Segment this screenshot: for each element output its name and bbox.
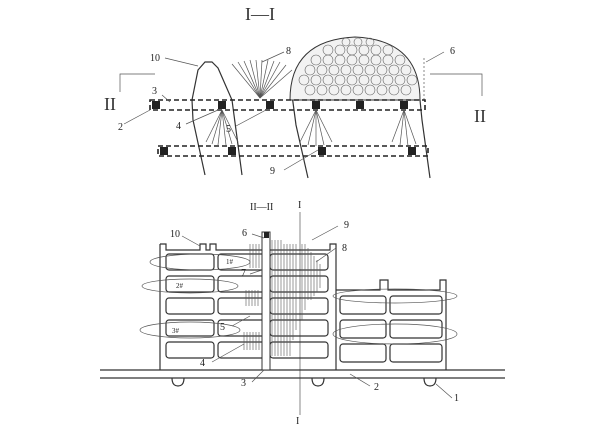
svg-text:10: 10: [170, 229, 180, 240]
svg-text:7: 7: [241, 268, 246, 279]
top-callouts: 10 8 6 3 2 4 5 9: [118, 46, 455, 177]
rooms-right-block: [339, 295, 443, 363]
bristle-fans-lower: [205, 109, 417, 147]
vertical-shaft-3: [261, 231, 271, 371]
hatched-zones: [243, 240, 321, 356]
bottom-view: II—II I I: [100, 200, 505, 427]
lower-dashed-beam: [157, 145, 429, 157]
piles: [171, 377, 437, 387]
svg-text:5: 5: [226, 124, 231, 135]
right-section-mark: II: [474, 106, 486, 126]
svg-text:2: 2: [118, 122, 123, 133]
svg-text:8: 8: [342, 243, 347, 254]
bottom-section-title: II—II: [250, 202, 273, 213]
svg-text:3: 3: [152, 86, 157, 97]
sphere-dome: [289, 36, 421, 101]
left-section-marker-line: [119, 73, 155, 92]
svg-text:10: 10: [150, 53, 160, 64]
rooms-left-block: [165, 253, 329, 359]
svg-text:9: 9: [270, 166, 275, 177]
bottom-section-mark-bottom: I: [296, 416, 299, 427]
cut-outline-10: [191, 61, 243, 176]
svg-text:4: 4: [200, 358, 205, 369]
shaft-cap-6: [264, 232, 269, 238]
floor-label-3: 3#: [172, 327, 180, 335]
svg-text:9: 9: [344, 220, 349, 231]
svg-text:8: 8: [286, 46, 291, 57]
upper-dashed-beam: [149, 99, 426, 111]
cut-outline-right: [419, 99, 431, 179]
building-left-frame: [159, 243, 337, 370]
right-section-marker-line: [430, 73, 483, 96]
bottom-section-mark-top: I: [298, 200, 301, 211]
cut-outline-middle: [291, 94, 309, 179]
top-view: I—I II II: [104, 4, 486, 179]
svg-text:6: 6: [242, 228, 247, 239]
floor-label-2: 2#: [176, 282, 184, 290]
beam-anchors: [152, 101, 416, 155]
floor-label-1: 1#: [226, 258, 234, 266]
bottom-callouts: 10 6 9 8 7 5 4 3 2 1: [170, 220, 459, 404]
svg-text:4: 4: [176, 121, 181, 132]
wavy-outlines: [139, 253, 458, 345]
bristle-fan-upper: [231, 59, 293, 99]
svg-text:2: 2: [374, 382, 379, 393]
svg-text:6: 6: [450, 46, 455, 57]
svg-text:3: 3: [241, 378, 246, 389]
svg-text:1: 1: [454, 393, 459, 404]
building-right-frame: [336, 279, 447, 370]
svg-text:5: 5: [220, 322, 225, 333]
left-section-mark: II: [104, 94, 116, 114]
top-section-title: I—I: [245, 4, 275, 24]
